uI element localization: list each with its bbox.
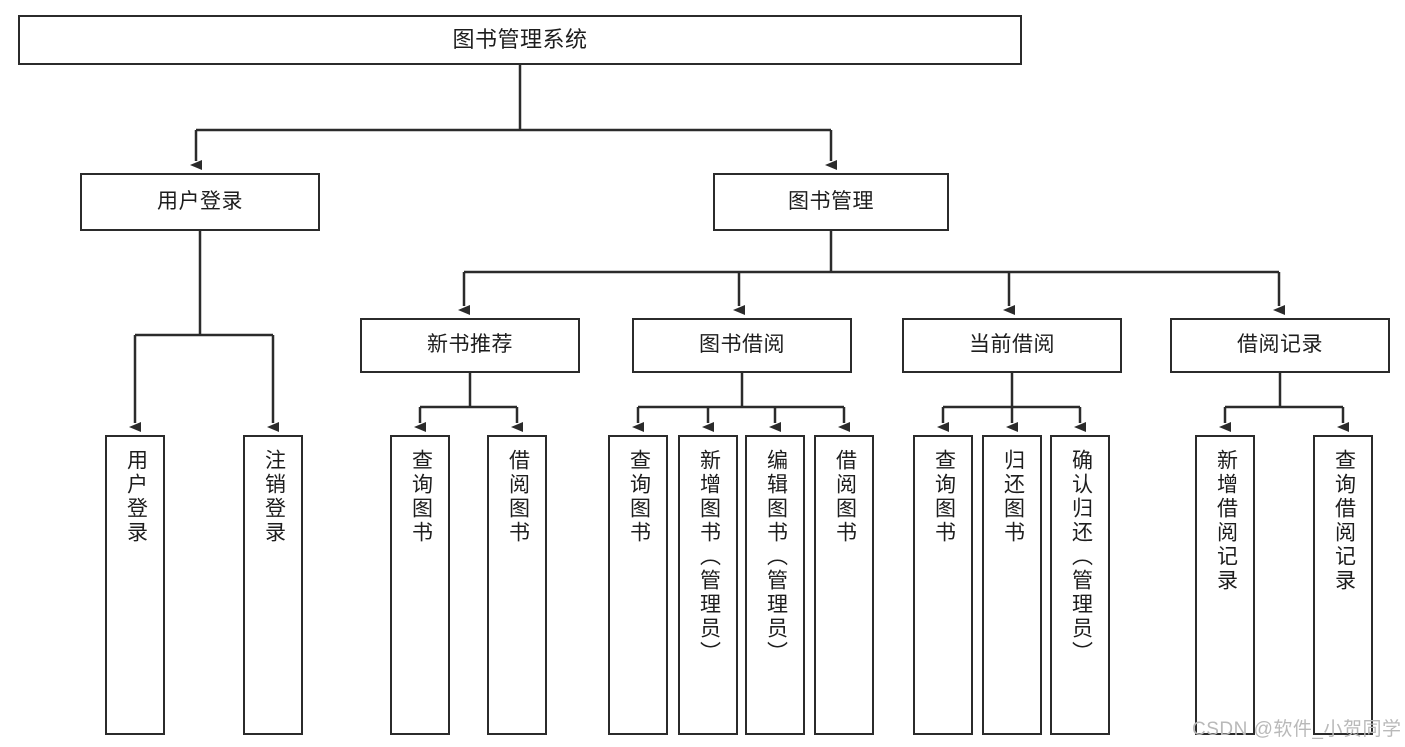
node-label: 当前借阅 xyxy=(969,333,1055,357)
node-leaf-edit-book[interactable]: 编辑图书（管理员） xyxy=(745,435,805,735)
node-book-manage[interactable]: 图书管理 xyxy=(713,173,949,231)
node-leaf-add-book[interactable]: 新增图书（管理员） xyxy=(678,435,738,735)
watermark-label: CSDN @软件_小贺同学 xyxy=(1192,719,1402,740)
node-leaf-query-record[interactable]: 查询借阅记录 xyxy=(1313,435,1373,735)
node-leaf-query-book-cur[interactable]: 查询图书 xyxy=(913,435,973,735)
node-label: 图书管理 xyxy=(788,189,874,213)
node-leaf-confirm-return[interactable]: 确认归还（管理员） xyxy=(1050,435,1110,735)
node-label: 归还图书 xyxy=(1001,449,1025,545)
node-label: 查询图书 xyxy=(627,449,651,545)
node-label: 新增借阅记录 xyxy=(1214,449,1238,593)
node-leaf-query-book-bor[interactable]: 查询图书 xyxy=(608,435,668,735)
node-label: 用户登录 xyxy=(157,189,243,213)
node-label: 查询图书 xyxy=(409,449,433,545)
node-label: 借阅图书 xyxy=(833,449,857,545)
node-user-login[interactable]: 用户登录 xyxy=(80,173,320,231)
node-leaf-borrow-book-rec[interactable]: 借阅图书 xyxy=(487,435,547,735)
node-label: 图书管理系统 xyxy=(452,27,588,53)
node-label: 确认归还（管理员） xyxy=(1069,449,1093,665)
node-current-borrow[interactable]: 当前借阅 xyxy=(902,318,1122,373)
node-label: 编辑图书（管理员） xyxy=(764,449,788,665)
node-new-book-rec[interactable]: 新书推荐 xyxy=(360,318,580,373)
node-leaf-user-login[interactable]: 用户登录 xyxy=(105,435,165,735)
node-label: 借阅记录 xyxy=(1237,333,1323,357)
node-label: 注销登录 xyxy=(262,449,286,545)
node-leaf-query-book-rec[interactable]: 查询图书 xyxy=(390,435,450,735)
node-borrow-record[interactable]: 借阅记录 xyxy=(1170,318,1390,373)
node-label: 用户登录 xyxy=(124,449,148,545)
node-leaf-return-book[interactable]: 归还图书 xyxy=(982,435,1042,735)
node-label: 查询借阅记录 xyxy=(1332,449,1356,593)
node-root[interactable]: 图书管理系统 xyxy=(18,15,1022,65)
node-leaf-borrow-book-bor[interactable]: 借阅图书 xyxy=(814,435,874,735)
node-label: 新增图书（管理员） xyxy=(697,449,721,665)
node-label: 借阅图书 xyxy=(506,449,530,545)
node-book-borrow[interactable]: 图书借阅 xyxy=(632,318,852,373)
node-label: 图书借阅 xyxy=(699,333,785,357)
node-label: 查询图书 xyxy=(932,449,956,545)
node-leaf-add-record[interactable]: 新增借阅记录 xyxy=(1195,435,1255,735)
node-label: 新书推荐 xyxy=(427,333,513,357)
node-leaf-logout[interactable]: 注销登录 xyxy=(243,435,303,735)
